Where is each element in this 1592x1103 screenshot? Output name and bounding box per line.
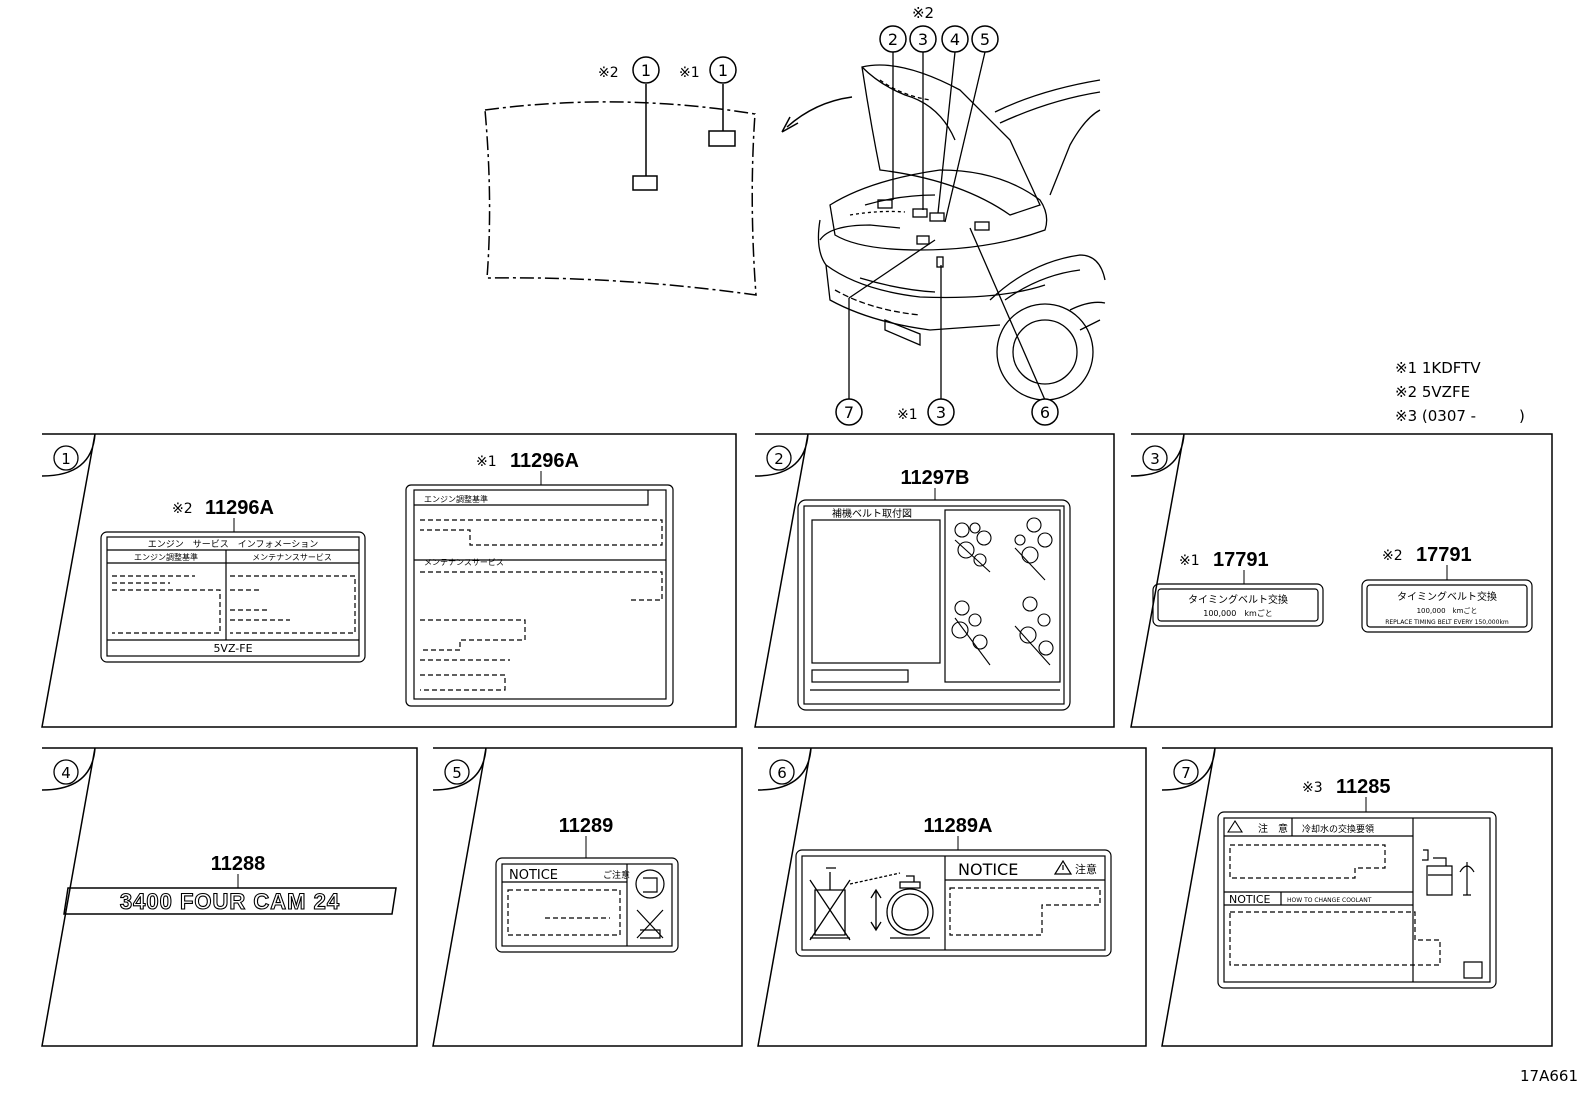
svg-text:エンジン調整基準: エンジン調整基準: [424, 494, 488, 504]
coolant-tank-icon: [809, 867, 934, 941]
svg-text:エンジン サービス インフォメーション: エンジン サービス インフォメーション: [148, 539, 319, 550]
svg-text:タイミングベルト交換: タイミングベルト交換: [1188, 593, 1288, 606]
warning-triangle-icon: [1226, 819, 1244, 833]
panel-7: 7 ※3 11285 注 意 冷却水の交換要領 NOTICE HOW TO CH…: [1161, 747, 1553, 1047]
svg-text:補機ベルト取付図: 補機ベルト取付図: [832, 507, 912, 520]
panel-1: 1 ※2 11296A エンジン サービス インフォメーション エンジン調整基準…: [41, 433, 737, 728]
engine-callout-5: 5: [971, 25, 999, 53]
svg-text:ご注意: ご注意: [603, 869, 630, 881]
timing-belt-label-1: [1152, 583, 1324, 627]
svg-text:3: 3: [918, 30, 928, 49]
svg-text:※2: ※2: [172, 501, 193, 517]
svg-text:※1: ※1: [897, 407, 918, 423]
part-number: 17791: [1416, 544, 1472, 566]
svg-text:2: 2: [888, 30, 898, 49]
svg-text:3: 3: [936, 403, 946, 422]
timing-belt-label-2: [1361, 579, 1533, 633]
svg-text:注意: 注意: [1075, 862, 1097, 876]
part-number: 11296A: [510, 450, 579, 472]
svg-text:HOW TO CHANGE COOLANT: HOW TO CHANGE COOLANT: [1287, 897, 1372, 904]
svg-text:5: 5: [980, 30, 990, 49]
hood-callout-1-left: ※2 1: [598, 56, 660, 84]
notice-label-11289a: [795, 849, 1112, 957]
engine-callout-3: 3: [909, 25, 937, 53]
svg-text:冷却水の交換要領: 冷却水の交換要領: [1302, 823, 1374, 835]
engine-callout-3-bottom: ※1 3: [897, 398, 955, 426]
part-number: 11285: [1336, 776, 1391, 798]
engine-service-label-5vzfe: [100, 531, 366, 663]
svg-text:※2: ※2: [1382, 548, 1403, 564]
svg-text:7: 7: [1181, 764, 1191, 782]
coolant-tank-icon: [1422, 849, 1475, 896]
svg-text:1: 1: [61, 450, 71, 468]
part-number: 11289: [559, 815, 614, 837]
part-number: 11297B: [901, 467, 970, 489]
svg-text:4: 4: [950, 30, 960, 49]
svg-text:5VZ-FE: 5VZ-FE: [213, 642, 252, 655]
svg-text:4: 4: [61, 764, 71, 782]
engine-service-label-1kdftv: [405, 484, 674, 707]
svg-text:※3: ※3: [1302, 780, 1323, 796]
svg-text:6: 6: [777, 764, 787, 782]
panel-5: 5 11289 NOTICE ご注意: [432, 747, 743, 1047]
svg-text:タイミングベルト交換: タイミングベルト交換: [1397, 590, 1497, 603]
svg-text:NOTICE: NOTICE: [1229, 893, 1271, 906]
panel-3: 3 ※1 17791 タイミングベルト交換 100,000 kmごと ※2 17…: [1130, 433, 1553, 728]
svg-text:NOTICE: NOTICE: [509, 868, 558, 883]
note-2: ※2 5VZFE: [1395, 383, 1470, 401]
svg-text:3: 3: [1150, 450, 1160, 468]
belt-routing-icon: [951, 517, 1054, 666]
engine-callout-4: 4: [941, 25, 969, 53]
svg-text:NOTICE: NOTICE: [958, 860, 1018, 879]
svg-text:※1: ※1: [679, 65, 700, 81]
engine-callout-7: 7: [835, 398, 863, 426]
svg-text:1: 1: [641, 61, 651, 80]
coolant-label-11285: [1217, 811, 1497, 989]
engine-notes: ※1 1KDFTV ※2 5VZFE ※3 (0307 - ): [1395, 359, 1525, 425]
note-1: ※1 1KDFTV: [1395, 359, 1481, 377]
engine-callout-2: 2: [879, 25, 907, 53]
svg-text:7: 7: [844, 403, 854, 422]
svg-text:メンテナンスサービス: メンテナンスサービス: [424, 558, 504, 567]
svg-text:2: 2: [774, 450, 784, 468]
svg-text:※2: ※2: [598, 65, 619, 81]
engine-callout-mark: ※2: [912, 4, 934, 22]
svg-text:100,000 kmごと: 100,000 kmごと: [1417, 606, 1478, 615]
hood-callout-1-right: ※1 1: [679, 56, 737, 84]
panel-6: 6 11289A NOTICE 注意: [757, 747, 1147, 1047]
warning-triangle-icon: [1053, 859, 1073, 875]
engine-emblem-label: 3400 FOUR CAM 24: [63, 887, 397, 915]
svg-text:REPLACE TIMING BELT EVERY 150,: REPLACE TIMING BELT EVERY 150,000km: [1385, 619, 1509, 626]
notice-label-11289: [495, 857, 679, 953]
belt-routing-label: [797, 499, 1071, 711]
part-number: 11288: [211, 853, 266, 875]
diagram-code: 17A661: [1520, 1067, 1578, 1085]
svg-text:注 意: 注 意: [1258, 822, 1288, 835]
hood-outline-icon: [484, 84, 757, 296]
svg-text:6: 6: [1040, 403, 1050, 422]
part-number: 17791: [1213, 549, 1269, 571]
part-number: 11289A: [924, 815, 993, 837]
engine-callout-6: 6: [1031, 398, 1059, 426]
svg-text:1: 1: [718, 61, 728, 80]
vehicle-front-icon: [817, 64, 1106, 401]
engine-callouts: [848, 51, 1046, 401]
svg-text:5: 5: [452, 764, 462, 782]
panel-2: 2 11297B 補機ベルト取付図: [754, 433, 1115, 728]
svg-text:エンジン調整基準: エンジン調整基準: [134, 552, 198, 562]
svg-text:※1: ※1: [476, 454, 497, 470]
part-number: 11296A: [205, 497, 274, 519]
svg-text:100,000 kmごと: 100,000 kmごと: [1203, 608, 1273, 618]
note-3: ※3 (0307 - ): [1395, 407, 1525, 425]
svg-text:メンテナンスサービス: メンテナンスサービス: [252, 553, 332, 562]
panel-4: 4 11288 3400 FOUR CAM 24: [41, 747, 418, 1047]
curved-arrow-icon: [781, 96, 853, 133]
svg-text:3400 FOUR CAM 24: 3400 FOUR CAM 24: [120, 889, 340, 914]
svg-text:※1: ※1: [1179, 553, 1200, 569]
